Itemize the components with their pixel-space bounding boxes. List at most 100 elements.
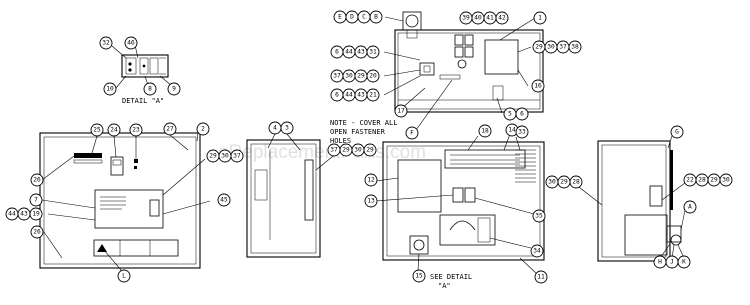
callout-detail-10[interactable]: 10 [103,82,117,96]
callout-44-c[interactable]: 44 [5,207,19,221]
callout-30-f[interactable]: 30 [719,173,733,187]
callout-4[interactable]: 4 [268,121,282,135]
svg-text:C: C [362,14,366,21]
callout-29-d[interactable]: 29 [339,143,353,157]
callout-27[interactable]: 27 [163,122,177,136]
callout-3[interactable]: 3 [280,121,294,135]
callout-34[interactable]: 34 [530,244,544,258]
svg-text:11: 11 [537,274,545,281]
callout-15[interactable]: 15 [412,269,426,283]
callout-31[interactable]: 31 [366,45,380,59]
svg-text:3: 3 [285,125,289,132]
callout-11[interactable]: 11 [534,270,548,284]
callout-G[interactable]: G [670,125,684,139]
callout-29-c[interactable]: 29 [206,149,220,163]
callout-26-b[interactable]: 26 [30,225,44,239]
svg-text:29: 29 [710,177,718,184]
callout-6-c[interactable]: 6 [515,107,529,121]
svg-text:37: 37 [233,153,241,160]
callout-H[interactable]: H [653,255,667,269]
callout-37-a[interactable]: 37 [330,69,344,83]
callout-K[interactable]: K [677,255,691,269]
callout-19[interactable]: 19 [29,207,43,221]
callout-detail-8[interactable]: 8 [143,82,157,96]
callout-30-c[interactable]: 30 [218,149,232,163]
callout-detail-9[interactable]: 9 [167,82,181,96]
svg-text:5: 5 [508,111,512,118]
callout-29-a[interactable]: 29 [354,69,368,83]
svg-text:J: J [670,259,674,266]
callout-29-f[interactable]: 29 [557,175,571,189]
svg-text:29: 29 [366,147,374,154]
callout-44-a[interactable]: 44 [342,45,356,59]
callout-22[interactable]: 22 [683,173,697,187]
callout-29-g[interactable]: 29 [707,173,721,187]
callout-33[interactable]: 33 [515,125,529,139]
callout-38[interactable]: 38 [568,40,582,54]
callout-18[interactable]: 18 [478,124,492,138]
callout-6-a[interactable]: 6 [330,45,344,59]
callout-45[interactable]: 45 [217,193,231,207]
callout-detail-46[interactable]: 46 [124,36,138,50]
svg-text:1: 1 [538,15,542,22]
callout-7[interactable]: 7 [29,193,43,207]
detail-a-drawing [111,44,173,89]
callout-43-b[interactable]: 43 [354,88,368,102]
callout-J[interactable]: J [665,255,679,269]
svg-text:21: 21 [369,92,377,99]
svg-text:30: 30 [722,177,730,184]
callout-C[interactable]: C [357,10,371,24]
callout-17[interactable]: 17 [394,104,408,118]
callout-26-a[interactable]: 26 [30,173,44,187]
callout-12[interactable]: 12 [364,173,378,187]
callout-13[interactable]: 13 [364,194,378,208]
callout-21[interactable]: 21 [366,88,380,102]
callout-24[interactable]: 24 [107,123,121,137]
callout-16[interactable]: 16 [531,79,545,93]
svg-text:43: 43 [20,211,28,218]
callout-37-b[interactable]: 37 [556,40,570,54]
callout-29-b[interactable]: 29 [532,40,546,54]
callout-30-b[interactable]: 30 [544,40,558,54]
callout-42[interactable]: 42 [495,11,509,25]
callout-29-e[interactable]: 29 [363,143,377,157]
callout-37-c[interactable]: 37 [230,149,244,163]
callout-41[interactable]: 41 [483,11,497,25]
svg-text:39: 39 [462,15,470,22]
callout-23[interactable]: 23 [129,123,143,137]
callout-40[interactable]: 40 [471,11,485,25]
callout-2[interactable]: 2 [196,122,210,136]
svg-text:30: 30 [345,73,353,80]
callout-28-a[interactable]: 28 [569,175,583,189]
note-line-2: OPEN FASTENER [330,128,386,136]
callout-L[interactable]: L [117,269,131,283]
svg-text:44: 44 [345,49,353,56]
callout-D[interactable]: D [345,10,359,24]
callout-30-e[interactable]: 30 [545,175,559,189]
callout-E[interactable]: E [333,10,347,24]
svg-text:6: 6 [335,92,339,99]
callout-1[interactable]: 1 [533,11,547,25]
svg-text:B: B [374,14,378,21]
callout-5[interactable]: 5 [503,107,517,121]
callout-39[interactable]: 39 [459,11,473,25]
callout-20[interactable]: 20 [366,69,380,83]
callout-A[interactable]: A [683,200,697,214]
callout-30-a[interactable]: 30 [342,69,356,83]
svg-text:20: 20 [369,73,377,80]
callout-25[interactable]: 25 [90,123,104,137]
callout-35[interactable]: 35 [532,209,546,223]
callout-43-c[interactable]: 43 [17,207,31,221]
svg-text:23: 23 [132,127,140,134]
callout-6-b[interactable]: 6 [330,88,344,102]
callout-28-b[interactable]: 28 [695,173,709,187]
callout-30-d[interactable]: 30 [351,143,365,157]
callout-B[interactable]: B [369,10,383,24]
svg-text:8: 8 [148,86,152,93]
callout-detail-32[interactable]: 32 [99,36,113,50]
callout-43-a[interactable]: 43 [354,45,368,59]
callout-44-b[interactable]: 44 [342,88,356,102]
callout-F[interactable]: F [405,126,419,140]
svg-text:D: D [350,14,354,21]
callout-37-d[interactable]: 37 [327,143,341,157]
